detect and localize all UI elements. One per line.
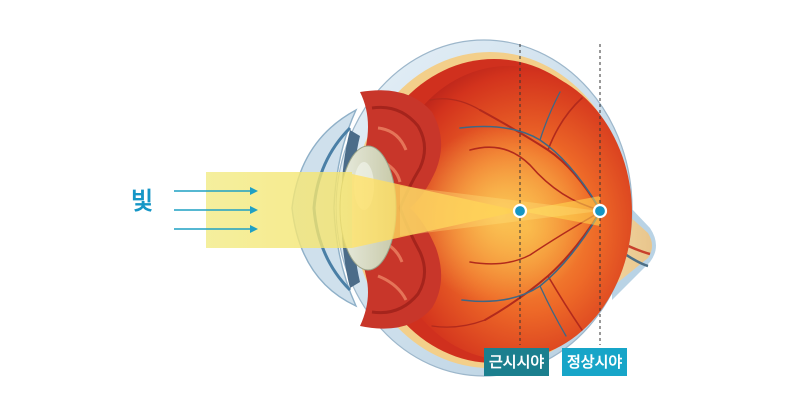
normal-focus-cone <box>520 196 600 226</box>
normal-focal-point <box>592 203 608 219</box>
light-arrows <box>174 187 258 233</box>
retinal-blood-vessels <box>429 91 601 337</box>
myopia-focus-cone <box>352 174 520 248</box>
myopia-focus-label: 근시시야 <box>484 348 550 376</box>
myopia-focal-point <box>512 203 528 219</box>
light-label: 빛 <box>131 187 154 215</box>
normal-focus-label: 정상시야 <box>562 348 628 376</box>
